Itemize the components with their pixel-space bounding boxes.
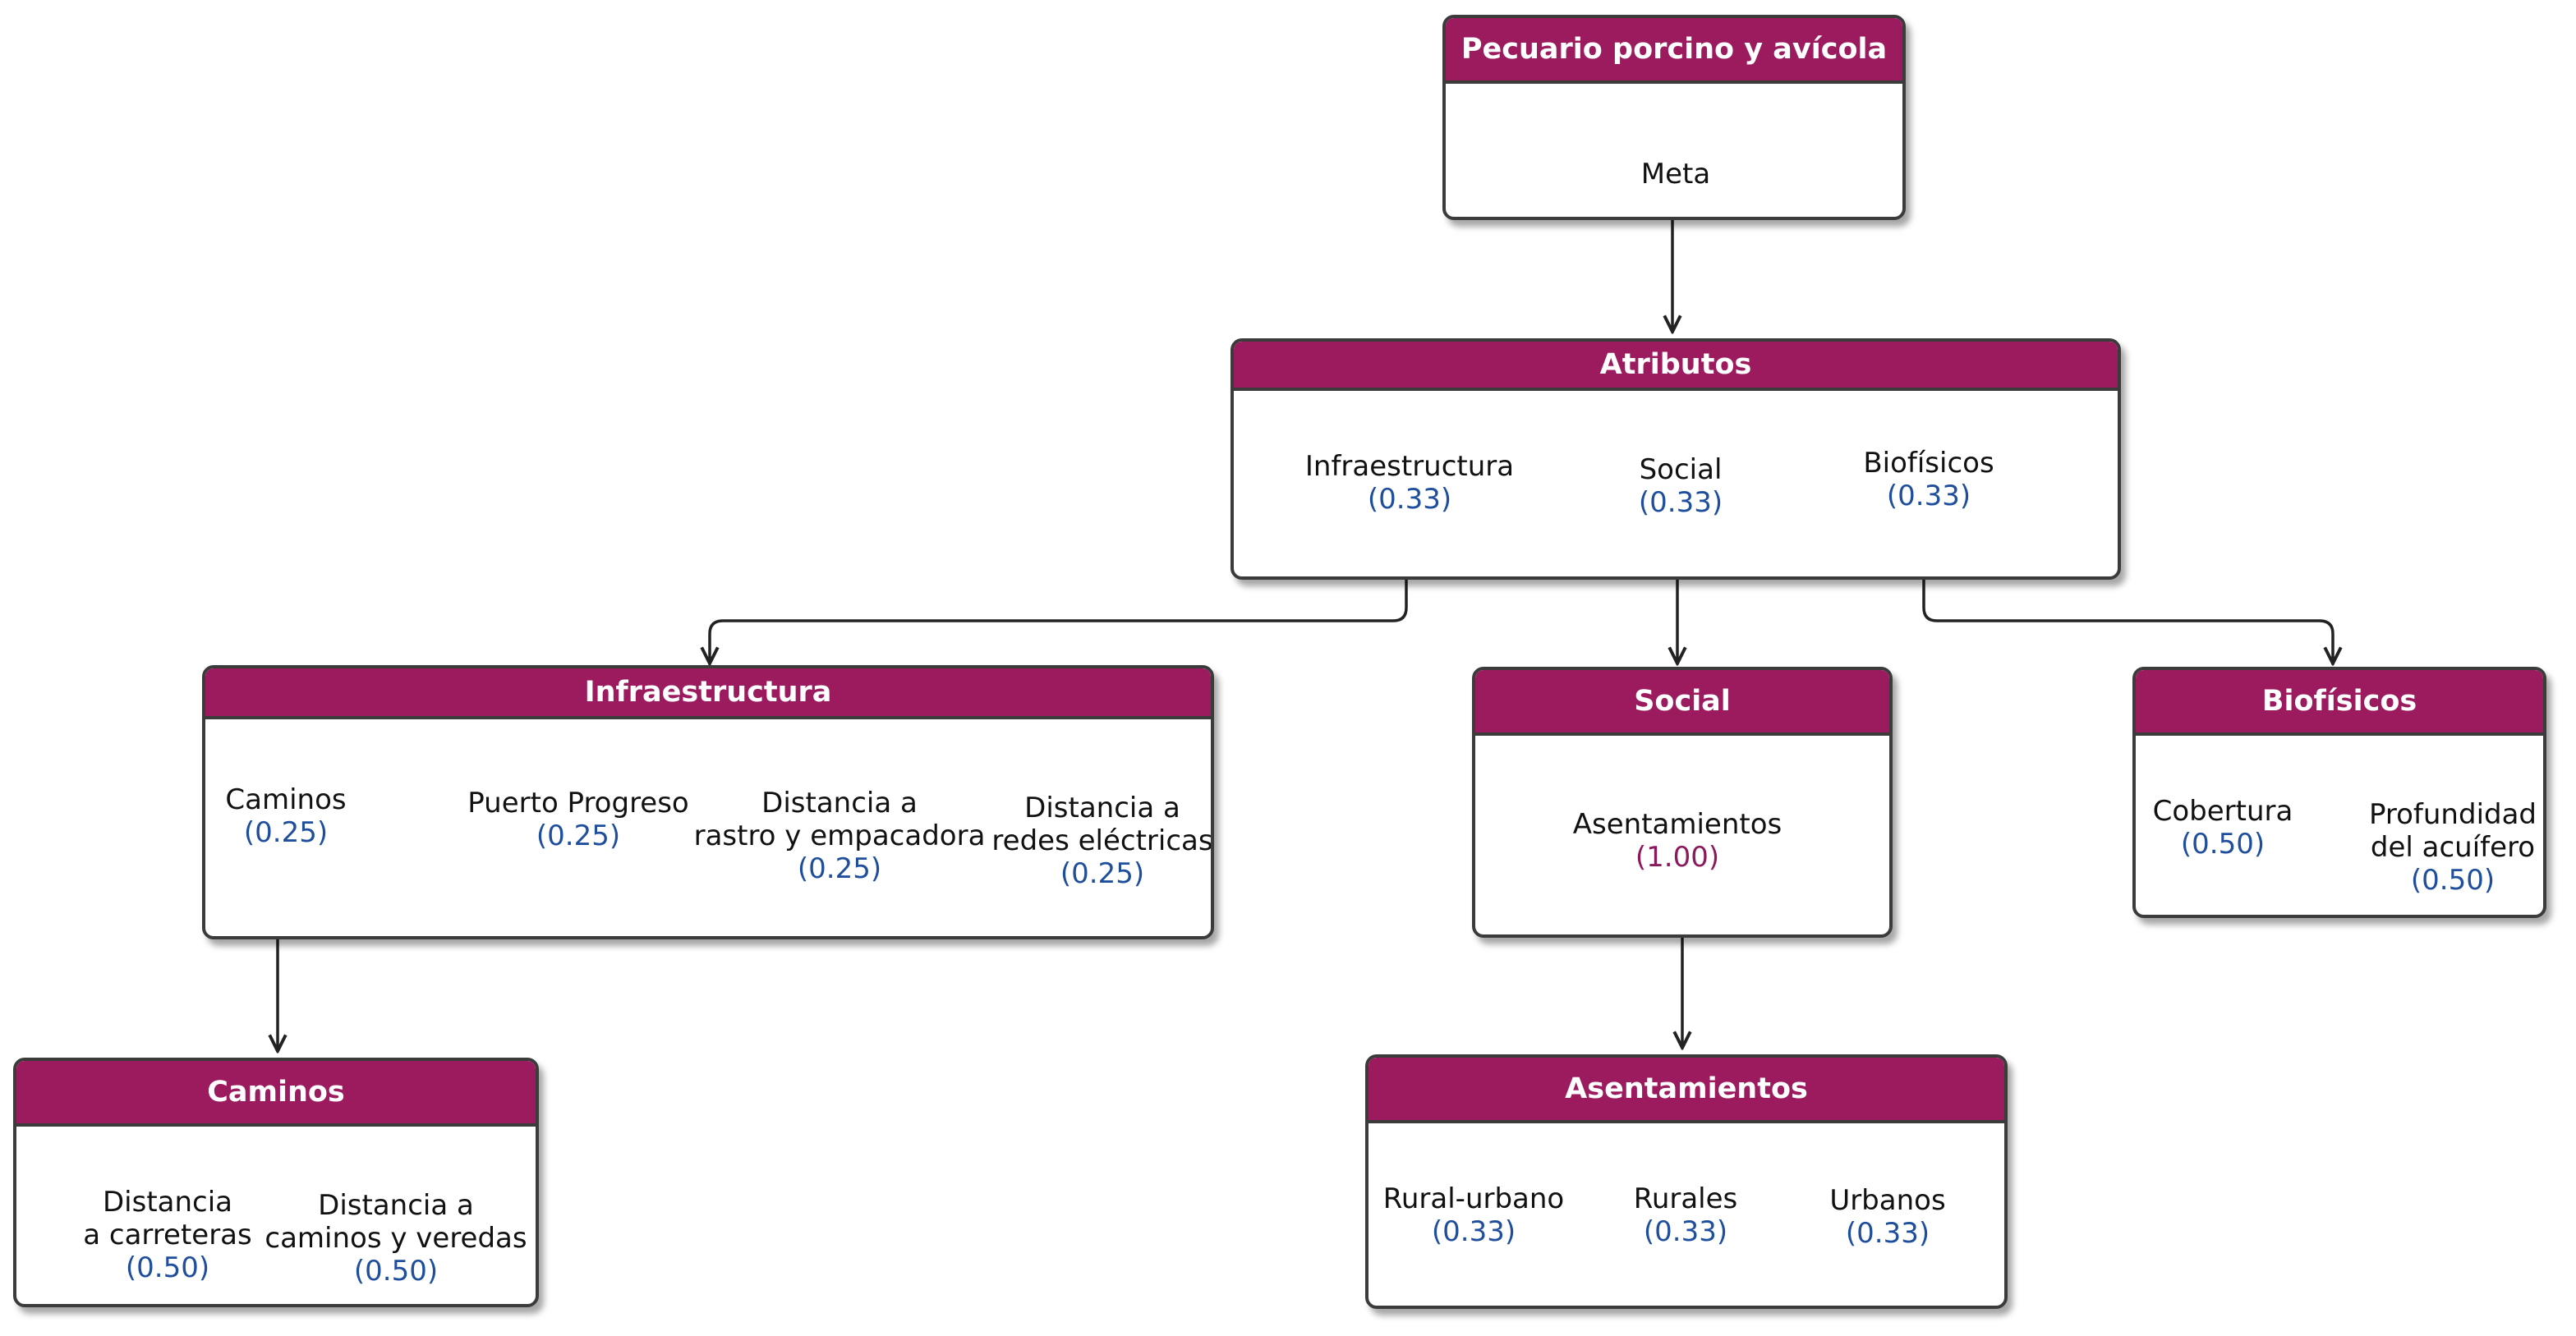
item-urbanos: Urbanos(0.33): [1829, 1184, 1945, 1250]
item-asentamientos: Asentamientos(1.00): [1573, 808, 1782, 874]
item-weight: (0.33): [1886, 480, 1971, 512]
item-label: Distancia a carreteras: [83, 1186, 252, 1251]
item-profundidad: Profundidad del acuífero(0.50): [2369, 798, 2537, 897]
item-weight: (0.33): [1845, 1217, 1930, 1250]
item-label: Profundidad del acuífero: [2368, 798, 2537, 864]
item-label: Distancia a rastro y empacadora: [693, 787, 986, 852]
item-label: Infraestructura: [1304, 450, 1515, 483]
item-weight: (1.00): [1635, 841, 1720, 874]
item-weight: (0.33): [1431, 1215, 1516, 1248]
item-weight: (0.33): [1367, 483, 1452, 516]
node-atributos: Atributos Infraestructura(0.33) Social(0…: [1230, 338, 2121, 580]
node-asentamientos-title: Asentamientos: [1368, 1058, 2004, 1123]
node-biofisicos: Biofísicos Cobertura(0.50) Profundidad d…: [2132, 667, 2546, 918]
meta-label: Meta: [1640, 158, 1711, 191]
node-infraestructura-title: Infraestructura: [205, 668, 1211, 719]
item-label: Biofísicos: [1863, 447, 1994, 480]
node-social: Social Asentamientos(1.00): [1472, 667, 1893, 938]
item-label: Cobertura: [2152, 795, 2293, 828]
item-label: Rural-urbano: [1382, 1182, 1565, 1215]
item-social: Social(0.33): [1639, 453, 1723, 519]
item-label: Asentamientos: [1572, 808, 1782, 841]
node-caminos-title: Caminos: [16, 1061, 536, 1127]
item-weight: (0.25): [1060, 857, 1145, 890]
item-weight: (0.33): [1643, 1215, 1728, 1248]
item-label: Social: [1639, 453, 1723, 486]
item-caminos: Caminos(0.25): [225, 783, 346, 849]
item-weight: (0.25): [797, 852, 882, 885]
node-caminos: Caminos Distancia a carreteras(0.50) Dis…: [13, 1058, 539, 1307]
node-infraestructura: Infraestructura Caminos(0.25) Puerto Pro…: [202, 665, 1214, 939]
item-label: Distancia a redes eléctricas: [991, 792, 1213, 857]
item-distancia-rastro: Distancia a rastro y empacadora(0.25): [694, 787, 986, 885]
item-label: Rurales: [1633, 1182, 1738, 1215]
item-label: Puerto Progreso: [467, 787, 689, 820]
item-weight: (0.50): [2180, 828, 2266, 861]
node-biofisicos-title: Biofísicos: [2136, 670, 2543, 736]
item-weight: (0.50): [2410, 864, 2496, 897]
item-cobertura: Cobertura(0.50): [2153, 795, 2293, 861]
arrow-to-infraestructura: [710, 555, 1408, 663]
node-social-title: Social: [1475, 670, 1889, 736]
item-weight: (0.50): [353, 1255, 439, 1288]
item-infraestructura: Infraestructura(0.33): [1305, 450, 1514, 516]
item-weight: (0.33): [1638, 486, 1723, 519]
item-rural-urbano: Rural-urbano(0.33): [1383, 1182, 1564, 1248]
node-asentamientos: Asentamientos Rural-urbano(0.33) Rurales…: [1365, 1054, 2008, 1309]
item-weight: (0.25): [243, 816, 329, 849]
item-rurales: Rurales(0.33): [1634, 1182, 1738, 1248]
item-distancia-redes: Distancia a redes eléctricas(0.25): [991, 792, 1213, 890]
item-biofisicos: Biofísicos(0.33): [1863, 447, 1994, 512]
item-distancia-carreteras: Distancia a carreteras(0.50): [83, 1186, 251, 1284]
item-label: Urbanos: [1829, 1184, 1946, 1217]
arrow-to-biofisicos: [1922, 555, 2333, 663]
node-root: Pecuario porcino y avícola Meta: [1442, 15, 1906, 220]
item-puerto-progreso: Puerto Progreso(0.25): [467, 787, 688, 852]
item-label: Caminos: [225, 783, 347, 816]
item-weight: (0.25): [536, 820, 621, 852]
item-weight: (0.50): [125, 1251, 210, 1284]
node-atributos-title: Atributos: [1234, 342, 2118, 391]
item-distancia-veredas: Distancia a caminos y veredas(0.50): [264, 1189, 527, 1288]
item-label: Distancia a caminos y veredas: [264, 1189, 527, 1255]
node-root-title: Pecuario porcino y avícola: [1446, 18, 1902, 84]
